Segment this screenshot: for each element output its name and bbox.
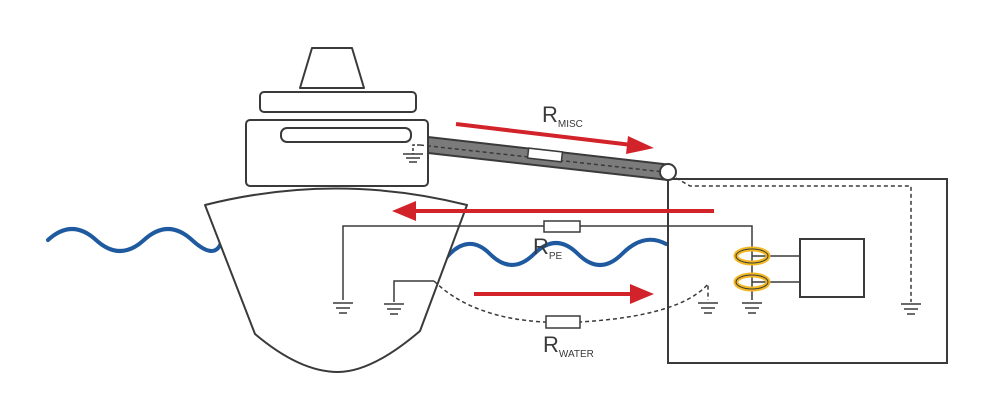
ground-icon <box>742 302 762 314</box>
ground-icon <box>901 303 921 315</box>
current-transformer-icon <box>735 274 769 290</box>
r-water-label: RWATER <box>543 332 594 360</box>
r-pe-resistor-icon <box>543 220 581 233</box>
ship-ground-lead <box>412 144 420 154</box>
current-arrow-pe <box>392 201 714 221</box>
ground-icon <box>403 153 423 163</box>
r-misc-label: RMISC <box>542 102 583 130</box>
ship <box>204 47 468 373</box>
r-misc-resistor-icon <box>526 147 564 163</box>
shore-station <box>667 178 948 364</box>
current-arrow-misc <box>455 122 654 154</box>
current-transformer-icon <box>735 248 769 264</box>
water-wave-left <box>46 227 224 253</box>
ship-hull <box>204 187 468 373</box>
current-arrow-water <box>474 284 654 304</box>
ship-window <box>280 127 412 143</box>
shore-pe-dashed-line <box>675 177 912 302</box>
shore-transformer-box <box>799 238 865 298</box>
ship-funnel <box>299 47 365 89</box>
ground-icon <box>384 303 404 315</box>
bridge-pivot-joint <box>659 163 677 181</box>
r-water-resistor-icon <box>545 315 581 329</box>
water-wave-middle <box>444 237 668 267</box>
ground-icon <box>698 302 718 314</box>
r-pe-label: RPE <box>533 234 563 262</box>
ground-icon <box>333 302 353 314</box>
ship-hull-ground-lead <box>393 280 434 302</box>
ship-deck-upper <box>259 91 417 113</box>
